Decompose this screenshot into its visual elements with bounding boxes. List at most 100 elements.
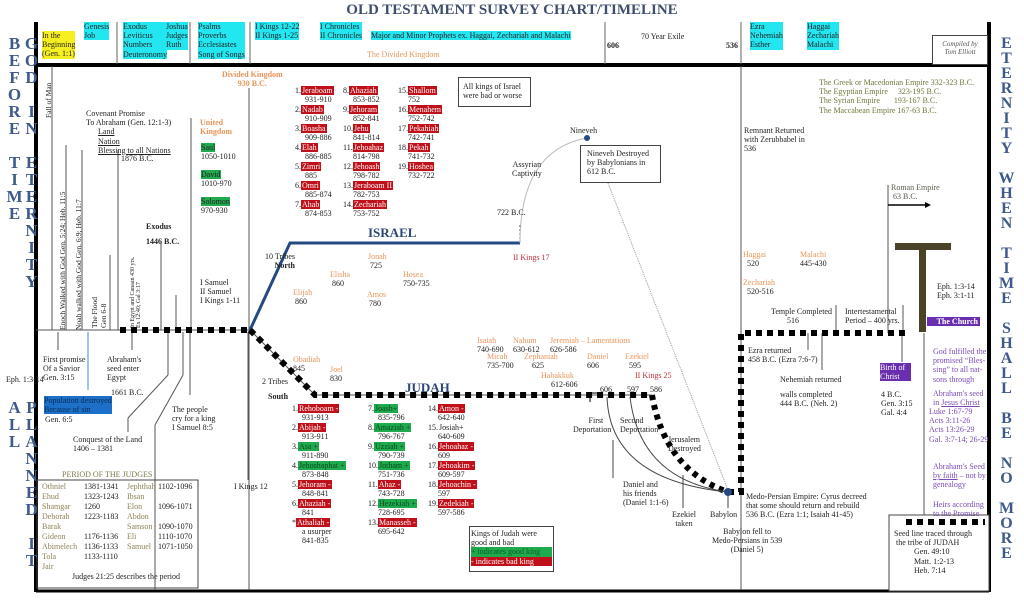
- king-dates: 886-885: [305, 152, 332, 162]
- judge-dates: 1223-1183: [84, 512, 119, 521]
- king-dates: 597: [438, 489, 450, 499]
- king-number: 8.: [368, 423, 374, 432]
- judah-end-ref: II Kings 25: [635, 371, 672, 380]
- king-dates: 835-796: [378, 413, 405, 423]
- judah-line: [247, 327, 652, 398]
- king-dates: 841: [302, 508, 314, 518]
- exile-end: 536: [726, 41, 738, 50]
- prophet-dates: 520: [747, 259, 759, 269]
- king-name: Josiah+: [439, 423, 464, 432]
- king-number: 6.: [295, 181, 301, 190]
- king-dates: a usurper 841-835: [302, 527, 332, 546]
- king-number: 4.: [295, 143, 301, 152]
- king-number: 16.: [428, 442, 438, 451]
- judah-king: 11.Ahaz -743-728: [368, 480, 418, 498]
- king-name: Jotham +: [378, 461, 410, 470]
- judge-name: Jephthah: [127, 482, 156, 491]
- prophet-name: Malachi: [800, 250, 827, 259]
- date-586: 586: [650, 385, 662, 394]
- king-number: 16.: [398, 105, 408, 114]
- abraham-date: 1661 B.C.: [111, 388, 144, 397]
- king-dates: 732-722: [408, 171, 435, 181]
- king-name: Ahab: [301, 200, 321, 209]
- judah-king: 7.Joash+835-796: [368, 404, 418, 422]
- king-dates: 814-798: [353, 152, 380, 162]
- king-name: Saul: [201, 143, 216, 152]
- prophet-name: Zephaniah: [524, 352, 558, 361]
- king-number: 8.: [343, 86, 349, 95]
- prophet-dates: 595: [629, 361, 641, 371]
- judge-dates: 1110-1070: [158, 532, 193, 541]
- prophet-name: Micah: [487, 352, 508, 361]
- prophet-name: Ezekiel: [625, 352, 649, 361]
- king-name: Joash+: [374, 404, 399, 413]
- judge-dates: 1323-1243: [84, 492, 119, 501]
- prophet-dates: 612-606: [551, 380, 578, 390]
- judge-name: Elon: [127, 502, 143, 511]
- king-dates: 873-848: [302, 470, 329, 480]
- king-name: Hezekiah +: [378, 499, 417, 508]
- judah-king: *Athaliah -a usurper 841-835: [292, 518, 342, 546]
- king-number: 17.: [428, 461, 438, 470]
- king-dates: 1010-970: [201, 179, 232, 189]
- king-name: Elah: [301, 143, 318, 152]
- king-name: Jehu: [353, 124, 370, 133]
- king-name: Jehoahaz: [352, 143, 385, 152]
- judah-king: 6.Ahaziah -841: [292, 499, 342, 517]
- king-name: Jehoram: [349, 105, 379, 114]
- prophet-dates: 845: [293, 364, 305, 374]
- king-dates: 752: [408, 95, 420, 105]
- legend-bad: - indicates bad king: [471, 556, 552, 566]
- king-name: Shallom: [408, 86, 437, 95]
- king-dates: 874-853: [305, 209, 332, 219]
- left-banner-ref: Eph. 1:3-14: [6, 375, 44, 384]
- date-597: 597: [627, 385, 639, 394]
- judge-dates: 1381-1341: [84, 482, 119, 491]
- king-name: Jehoash: [353, 162, 381, 171]
- king-dates: 885: [305, 171, 317, 181]
- king-name: Ahaz -: [377, 480, 402, 489]
- judge-name: Barak: [42, 522, 62, 531]
- king-number: 3.: [292, 442, 298, 451]
- ikings12: I Kings 12: [234, 482, 268, 491]
- king-dates: 640-609: [438, 432, 465, 442]
- judah-king: 8.Amaziah +796-767: [368, 423, 418, 441]
- nehemiah-returned: Nehemiah returned: [780, 375, 842, 384]
- header-prophets[interactable]: Major and Minor Prophets ex. Haggai, Zec…: [371, 31, 571, 41]
- king-name: Hoshea: [408, 162, 434, 171]
- king-dates: 741-732: [408, 152, 435, 162]
- king-name: Amaziah +: [374, 423, 412, 432]
- king-dates: 970-930: [201, 206, 228, 216]
- return-line: [728, 330, 905, 495]
